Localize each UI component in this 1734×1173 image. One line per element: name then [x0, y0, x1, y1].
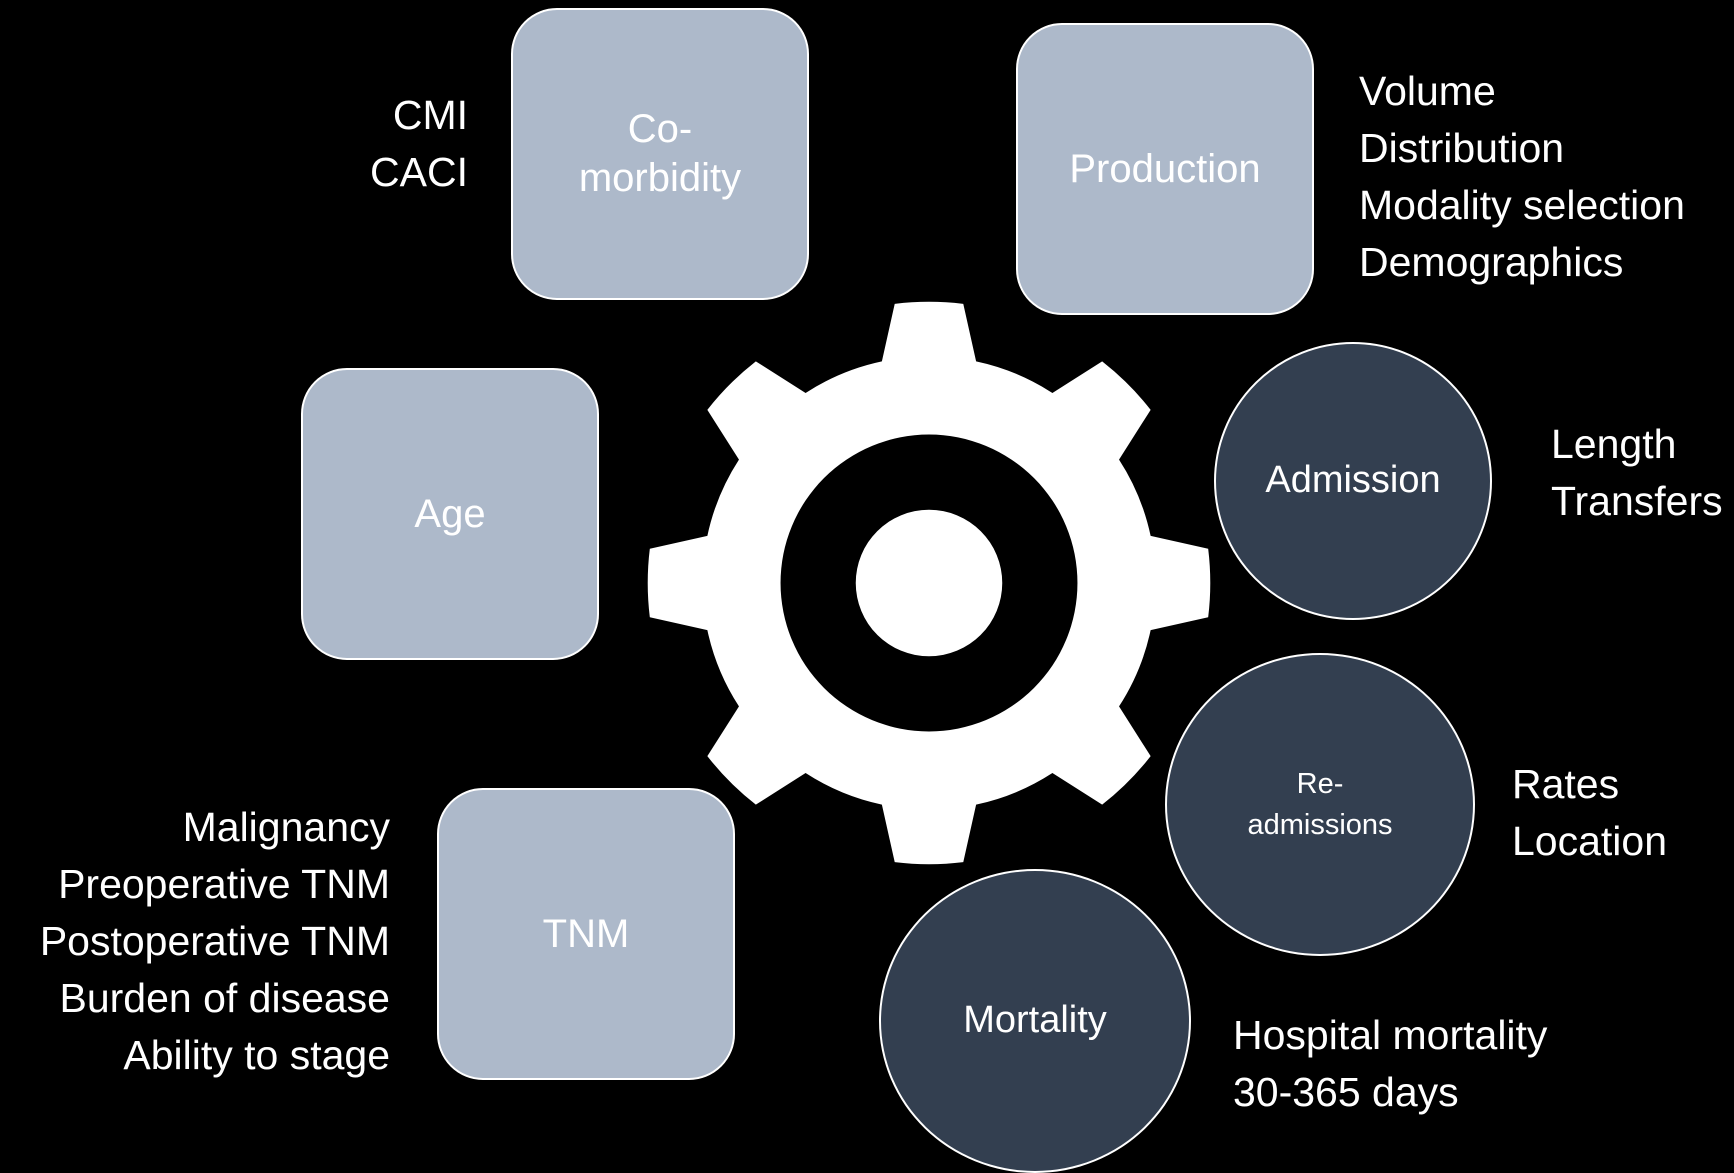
production-label: Production: [1069, 146, 1261, 191]
detail-item: Ability to stage: [123, 1032, 390, 1078]
tnm-label: TNM: [542, 911, 630, 956]
detail-item: Hospital mortality: [1233, 1012, 1548, 1058]
production-details: Volume Distribution Modality selection D…: [1359, 63, 1685, 291]
comorbidity-box: Co- morbidity: [511, 8, 809, 300]
admission-circle: Admission: [1214, 342, 1492, 620]
mortality-label: Mortality: [963, 999, 1107, 1042]
mortality-details: Hospital mortality 30-365 days: [1233, 1007, 1547, 1121]
tnm-details: Malignancy Preoperative TNM Postoperativ…: [40, 799, 390, 1084]
age-label: Age: [414, 491, 486, 536]
comorbidity-details: CMI CACI: [370, 87, 468, 201]
admission-label: Admission: [1265, 459, 1441, 502]
detail-item: Transfers: [1551, 478, 1723, 524]
production-box: Production: [1016, 23, 1314, 315]
detail-item: Modality selection: [1359, 182, 1685, 228]
detail-item: CMI: [392, 92, 468, 138]
readmissions-circle: Re- admissions: [1165, 653, 1475, 956]
admission-details: Length Transfers: [1551, 416, 1723, 530]
age-box: Age: [301, 368, 599, 660]
detail-item: Demographics: [1359, 239, 1624, 285]
comorbidity-label: Co- morbidity: [578, 107, 742, 200]
detail-item: Postoperative TNM: [39, 918, 390, 964]
mortality-circle: Mortality: [879, 869, 1191, 1173]
detail-item: Length: [1551, 421, 1677, 467]
tnm-box: TNM: [437, 788, 735, 1080]
detail-item: Burden of disease: [59, 975, 390, 1021]
detail-item: Distribution: [1359, 125, 1565, 171]
detail-item: Location: [1512, 818, 1668, 864]
detail-item: Malignancy: [182, 804, 390, 850]
detail-item: 30-365 days: [1233, 1069, 1459, 1115]
gear-icon: [647, 301, 1211, 865]
readmissions-details: Rates Location: [1512, 756, 1667, 870]
detail-item: Rates: [1512, 761, 1620, 807]
readmissions-label: Re- admissions: [1247, 767, 1393, 841]
detail-item: Volume: [1359, 68, 1496, 114]
detail-item: CACI: [370, 149, 468, 195]
detail-item: Preoperative TNM: [58, 861, 390, 907]
